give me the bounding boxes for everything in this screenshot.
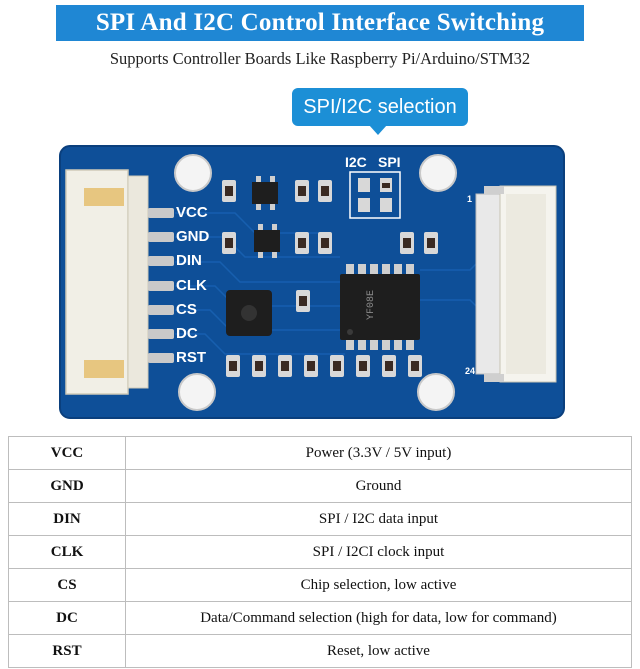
- pin-description: SPI / I2CI clock input: [125, 535, 632, 569]
- spi-i2c-selection-callout: SPI/I2C selection: [292, 88, 468, 126]
- pin-name: GND: [8, 469, 126, 503]
- pin-label-vcc: VCC: [176, 204, 208, 221]
- pin-name: DIN: [8, 502, 126, 536]
- passive-components: [222, 180, 438, 377]
- pin-name: RST: [8, 634, 126, 668]
- pin-label-gnd: GND: [176, 228, 210, 245]
- selector-label-i2c: I2C: [345, 154, 367, 170]
- pin-label-dc: DC: [176, 325, 198, 342]
- pin-description: Ground: [125, 469, 632, 503]
- table-row: VCC Power (3.3V / 5V input): [8, 436, 632, 470]
- pin-description: SPI / I2C data input: [125, 502, 632, 536]
- table-row: CS Chip selection, low active: [8, 568, 632, 602]
- pin-description: Reset, low active: [125, 634, 632, 668]
- silk-number-bottom: 24: [465, 366, 476, 376]
- table-row: GND Ground: [8, 469, 632, 503]
- pcb-board-drawing: YF08E: [59, 145, 565, 419]
- pin-label-din: DIN: [176, 252, 202, 269]
- callout-arrow: [369, 125, 387, 135]
- selector-label-spi: SPI: [378, 154, 401, 170]
- subtitle: Supports Controller Boards Like Raspberr…: [109, 49, 531, 68]
- silk-number-top: 1: [467, 194, 473, 204]
- table-row: RST Reset, low active: [8, 634, 632, 668]
- square-component: [226, 290, 272, 336]
- pcb-board-illustration: YF08E: [59, 145, 565, 419]
- pin-label-cs: CS: [176, 301, 197, 318]
- table-row: DIN SPI / I2C data input: [8, 502, 632, 536]
- pin-name: DC: [8, 601, 126, 635]
- small-ics: [252, 176, 280, 258]
- pin-description-table: VCC Power (3.3V / 5V input) GND Ground D…: [8, 436, 632, 668]
- table-row: DC Data/Command selection (high for data…: [8, 601, 632, 635]
- pin-description: Chip selection, low active: [125, 568, 632, 602]
- pin-label-rst: RST: [176, 349, 206, 366]
- left-pin-connector: [65, 169, 174, 395]
- banner-title: SPI And I2C Control Interface Switching: [56, 5, 584, 41]
- pin-name: CS: [8, 568, 126, 602]
- svg-text:YF08E: YF08E: [366, 290, 377, 320]
- mounting-holes: [174, 154, 457, 411]
- selection-jumper-pads: [349, 171, 401, 219]
- pin-description: Power (3.3V / 5V input): [125, 436, 632, 470]
- pin-label-clk: CLK: [176, 277, 207, 294]
- pin-name: VCC: [8, 436, 126, 470]
- table-row: CLK SPI / I2CI clock input: [8, 535, 632, 569]
- main-ic: YF08E: [340, 264, 420, 350]
- pin-description: Data/Command selection (high for data, l…: [125, 601, 632, 635]
- pin-name: CLK: [8, 535, 126, 569]
- fpc-connector: [475, 185, 557, 383]
